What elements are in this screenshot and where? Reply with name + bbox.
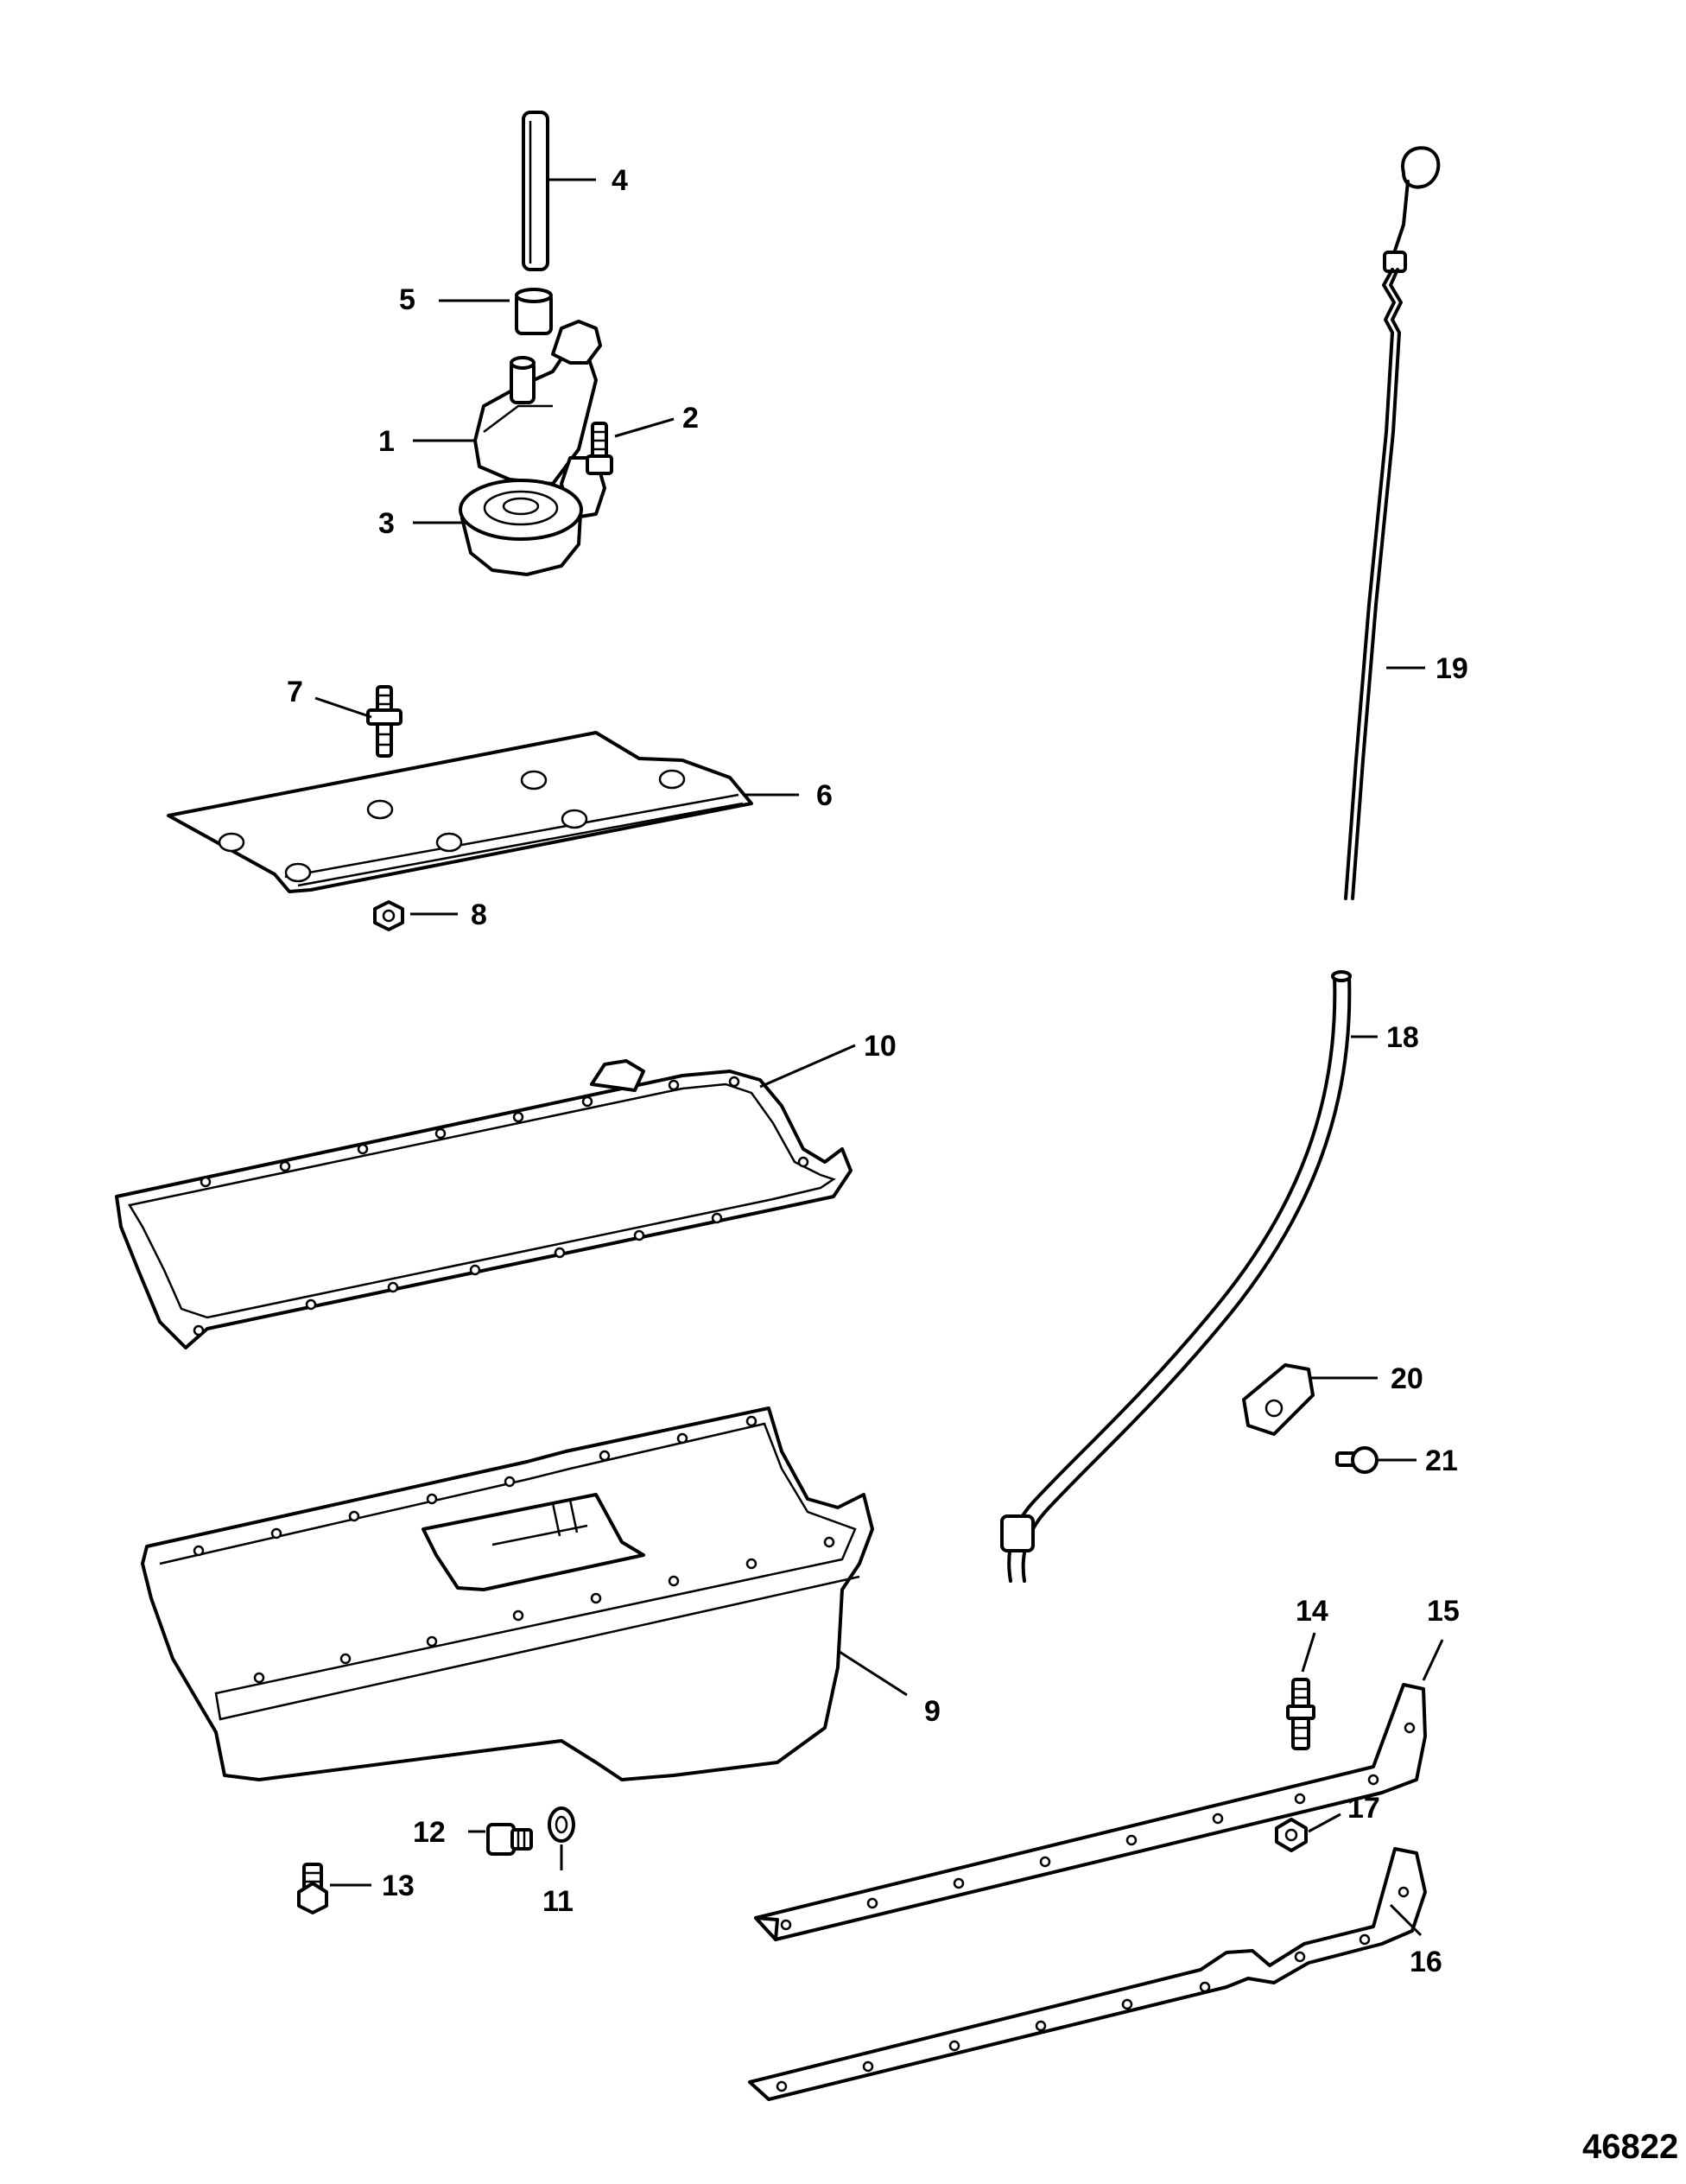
- part-19-dipstick: [1344, 146, 1441, 900]
- callout-10: 10: [864, 1030, 897, 1063]
- part-5-sleeve: [515, 288, 553, 335]
- callout-14: 14: [1296, 1595, 1328, 1628]
- callouts: 1 2 3 4 5 6 7 8 9 10 11 12 13 14 15 16 1…: [287, 164, 1468, 1978]
- callout-1: 1: [378, 425, 395, 458]
- part-4-tube: [522, 111, 549, 271]
- part-12-drain-plug: [486, 1823, 533, 1856]
- callout-8: 8: [471, 898, 487, 931]
- callout-11: 11: [542, 1885, 574, 1918]
- callout-7: 7: [287, 676, 303, 708]
- callout-20: 20: [1391, 1362, 1423, 1395]
- part-16-side-gasket: [748, 1847, 1427, 2101]
- callout-21: 21: [1425, 1444, 1458, 1477]
- part-11-washer: [548, 1806, 575, 1843]
- part-18-dipstick-tube: [1000, 970, 1352, 1583]
- part-14-stud: [1286, 1678, 1315, 1750]
- callout-5: 5: [399, 283, 415, 316]
- part-6-windage-tray: [167, 731, 753, 893]
- callout-9: 9: [924, 1695, 941, 1728]
- part-2-bolt: [586, 422, 613, 475]
- part-10-oil-pan-gasket: [115, 1059, 853, 1349]
- part-7-stud: [366, 685, 402, 758]
- figure-number: 46822: [1582, 2128, 1678, 2166]
- part-1-oil-pump: [473, 320, 606, 520]
- part-3-pickup-screen: [459, 479, 583, 576]
- part-9-oil-pan: [141, 1406, 874, 1781]
- part-8-nut: [373, 900, 404, 931]
- callout-19: 19: [1436, 652, 1468, 685]
- callout-15: 15: [1427, 1595, 1460, 1628]
- part-20-clip: [1242, 1363, 1315, 1436]
- part-15-side-gasket: [754, 1683, 1427, 1941]
- callout-13: 13: [382, 1870, 415, 1902]
- callout-2: 2: [682, 402, 699, 435]
- callout-3: 3: [378, 507, 395, 540]
- callout-4: 4: [612, 164, 628, 197]
- callout-17: 17: [1347, 1792, 1380, 1825]
- leader-lines: [314, 178, 1444, 1937]
- callout-18: 18: [1386, 1021, 1419, 1054]
- callout-6: 6: [816, 779, 833, 812]
- part-13-bolt: [297, 1863, 328, 1914]
- part-17-nut: [1275, 1818, 1308, 1852]
- callout-16: 16: [1410, 1946, 1442, 1978]
- callout-12: 12: [413, 1816, 446, 1849]
- part-21-screw: [1335, 1446, 1379, 1474]
